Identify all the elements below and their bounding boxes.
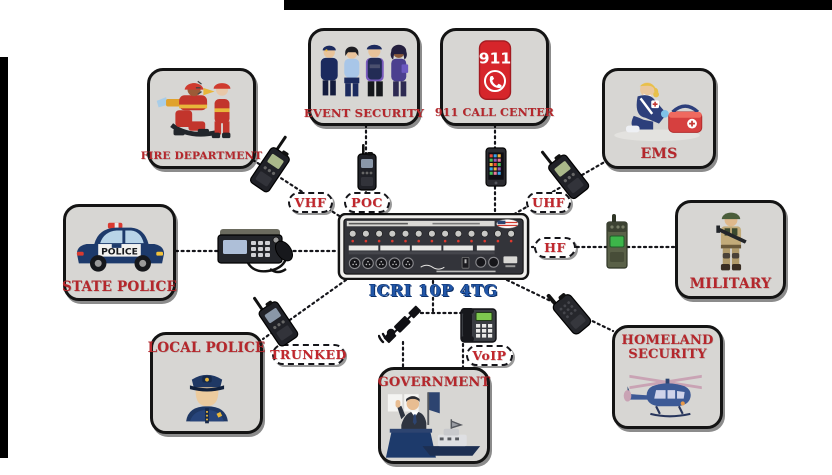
vhf-handheld-radio-icon — [242, 131, 304, 202]
pill-uhf: UHF — [526, 192, 571, 213]
voip-phone-icon — [456, 306, 500, 350]
pill-trunked: TRUNKED — [270, 344, 346, 365]
flag-emblem — [496, 219, 519, 229]
local-police-label: LOCAL POLICE — [147, 340, 266, 356]
soldier-illustration — [681, 207, 780, 277]
icri-device — [337, 212, 530, 281]
mobile-radio-icon — [214, 225, 298, 281]
politician-illustration — [384, 390, 484, 458]
state-police-label: STATE POLICE — [62, 278, 177, 295]
event-security-illustration — [314, 35, 414, 107]
ship-illustration — [422, 418, 481, 456]
homeland-walkie-talkie-icon — [541, 282, 598, 343]
uhf-handheld-radio-icon — [535, 138, 599, 208]
node-state-police: POLICE STATE POLICE — [62, 204, 177, 301]
pill-voip: VoIP — [466, 345, 513, 366]
military-label: MILITARY — [689, 276, 772, 293]
node-homeland-security: HOMELAND SECURITY — [612, 325, 723, 429]
node-government: GOVERNMENT — [378, 367, 490, 464]
node-event-security: EVENT SECURITY — [304, 28, 424, 126]
satellite-icon — [377, 302, 426, 352]
trunked-handheld-radio-icon — [247, 285, 308, 355]
paramedic-illustration — [608, 75, 710, 147]
911-call-center-label: 911 CALL CENTER — [434, 106, 555, 120]
police-officer-illustration — [156, 355, 257, 429]
icri-device-label: ICRI 10P 4TG — [368, 281, 499, 300]
event-security-label: EVENT SECURITY — [303, 105, 425, 120]
top-black-bar — [284, 0, 832, 10]
node-fire-department: FIRE DEPARTMENT — [141, 68, 262, 169]
cell-phone-icon — [485, 147, 507, 191]
firefighters-illustration — [153, 75, 250, 151]
pill-poc: POC — [344, 192, 390, 213]
911-phone-icon: 911 — [446, 35, 543, 107]
node-military: MILITARY — [675, 200, 786, 299]
node-911-call-center: 911 911 CALL CENTER — [435, 28, 554, 126]
911-number: 911 — [478, 50, 510, 68]
ems-label: EMS — [640, 146, 678, 163]
homeland-security-label: HOMELAND SECURITY — [621, 333, 714, 362]
node-local-police: LOCAL POLICE — [147, 332, 266, 434]
node-ems: EMS — [602, 68, 716, 169]
government-label: GOVERNMENT — [377, 375, 491, 390]
pill-vhf: VHF — [288, 192, 333, 213]
police-car-illustration: POLICE — [69, 211, 170, 280]
pill-hf: HF — [534, 237, 576, 258]
poc-handheld-radio-icon — [354, 144, 380, 196]
helicopter-illustration — [618, 361, 717, 423]
fire-department-label: FIRE DEPARTMENT — [140, 149, 263, 162]
police-car-text: POLICE — [101, 247, 138, 258]
left-black-bar — [0, 57, 8, 458]
military-radio-icon — [604, 214, 630, 274]
